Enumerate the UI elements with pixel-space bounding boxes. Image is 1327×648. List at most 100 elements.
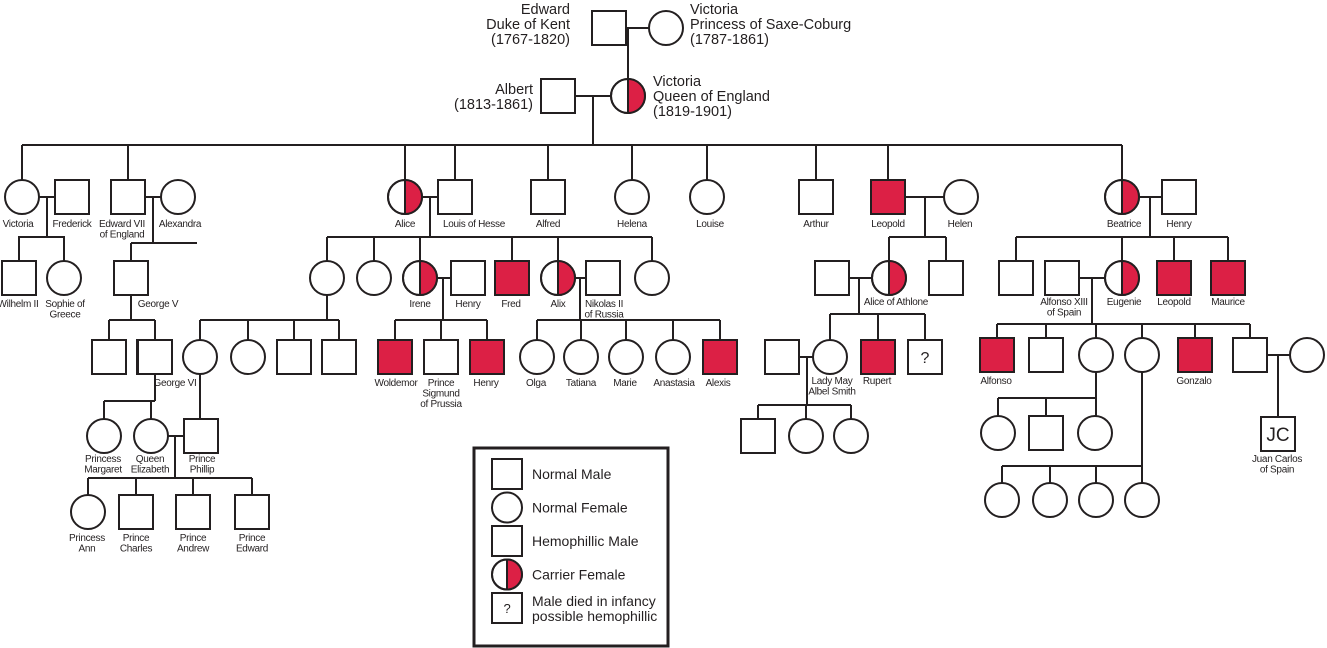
label-line: Juan Carlos xyxy=(1252,454,1302,465)
label-gonzalo: Gonzalo xyxy=(1176,376,1212,387)
connector-line xyxy=(18,197,48,261)
person-alix xyxy=(540,260,576,296)
label-alexandra: Alexandra xyxy=(159,219,202,230)
legend-label-line: Normal Female xyxy=(532,500,628,516)
person-alfonso-xiii xyxy=(1044,260,1080,296)
label-line: Leopold xyxy=(1157,297,1191,308)
hemophilic-male-symbol xyxy=(702,339,738,375)
label-fred: Fred xyxy=(501,299,520,310)
male-symbol xyxy=(1232,337,1268,373)
person-unnamed xyxy=(984,482,1020,518)
label-line: Lady May xyxy=(812,376,853,387)
label-line: Sophie of xyxy=(45,299,85,310)
person-anastasia xyxy=(655,339,691,375)
person-unnamed xyxy=(182,339,218,375)
person-unnamed xyxy=(1028,337,1064,373)
label-george-v: George V xyxy=(138,299,179,310)
person-unnamed xyxy=(1124,482,1160,518)
label-line: Prince xyxy=(428,378,455,389)
label-line: Louise xyxy=(696,219,724,230)
male-symbol xyxy=(321,339,357,375)
label-louise: Louise xyxy=(696,219,724,230)
person-unnamed xyxy=(980,415,1016,451)
person-albert xyxy=(540,78,576,114)
label-line: Eugenie xyxy=(1107,297,1142,308)
person-tatiana xyxy=(563,339,599,375)
hemophilic-male-symbol xyxy=(979,337,1015,373)
label-line: Victoria xyxy=(653,74,702,90)
legend-label-line: Normal Male xyxy=(532,466,612,482)
person-louis-hesse xyxy=(437,179,473,215)
male-symbol xyxy=(437,179,473,215)
person-eugenie xyxy=(1104,260,1140,296)
label-line: Prince xyxy=(123,533,150,544)
person-henry-i xyxy=(450,260,486,296)
female-symbol xyxy=(133,418,169,454)
male-symbol xyxy=(798,179,834,215)
female-symbol xyxy=(1289,337,1325,373)
legend-label-line: Hemophillic Male xyxy=(532,533,639,549)
female-symbol xyxy=(519,339,555,375)
label-tatiana: Tatiana xyxy=(566,378,597,389)
label-line: Beatrice xyxy=(1107,219,1142,230)
male-symbol xyxy=(740,418,776,454)
hemophilic-male-symbol xyxy=(1177,337,1213,373)
person-unnamed xyxy=(1078,337,1114,373)
label-george-vi: George VI xyxy=(154,378,197,389)
legend-item-normal-male: Normal Male xyxy=(491,458,612,490)
person-irene xyxy=(402,260,438,296)
female-symbol xyxy=(980,415,1016,451)
person-unnamed xyxy=(321,339,357,375)
label-henry-i: Henry xyxy=(455,299,480,310)
label-line: Margaret xyxy=(84,465,122,476)
person-arthur xyxy=(798,179,834,215)
legend-label: Hemophillic Male xyxy=(532,533,639,549)
person-alexandra xyxy=(160,179,196,215)
person-sigmund xyxy=(423,339,459,375)
male-symbol xyxy=(234,494,270,530)
legend-item-carrier-female: Carrier Female xyxy=(491,558,626,591)
label-line: Alice of Athlone xyxy=(864,297,929,308)
label-line: Duke of Kent xyxy=(486,17,570,33)
person-unnamed xyxy=(998,260,1034,296)
person-edward-p xyxy=(234,494,270,530)
person-unnamed xyxy=(740,418,776,454)
person-charles xyxy=(118,494,154,530)
label-line: Henry xyxy=(473,378,498,389)
hemophilic-male-symbol xyxy=(1210,260,1246,296)
label-line: Louis of Hesse xyxy=(443,219,506,230)
male-symbol xyxy=(928,260,964,296)
label-alice: Alice xyxy=(395,219,416,230)
carrier-half-fill xyxy=(889,261,906,295)
person-marie xyxy=(608,339,644,375)
symbol-text: JC xyxy=(1266,425,1289,446)
male-symbol xyxy=(764,339,800,375)
label-line: Andrew xyxy=(177,544,210,555)
female-symbol xyxy=(655,339,691,375)
male-symbol xyxy=(423,339,459,375)
person-alexis xyxy=(702,339,738,375)
label-line: Princess xyxy=(69,533,105,544)
label-line: Alexis xyxy=(706,378,731,389)
female-symbol xyxy=(160,179,196,215)
carrier-half-fill xyxy=(507,559,523,590)
label-line: Marie xyxy=(613,378,637,389)
label-line: (1819-1901) xyxy=(653,104,732,120)
male-symbol xyxy=(450,260,486,296)
connector-line xyxy=(47,236,65,261)
label-olga: Olga xyxy=(526,378,547,389)
female-symbol xyxy=(563,339,599,375)
male-symbol xyxy=(183,418,219,454)
person-victoria-saxe xyxy=(648,10,684,46)
female-symbol xyxy=(70,494,106,530)
person-frederick xyxy=(54,179,90,215)
person-sophie xyxy=(46,260,82,296)
person-henry-b xyxy=(1161,179,1197,215)
carrier-half-fill xyxy=(1122,261,1139,295)
